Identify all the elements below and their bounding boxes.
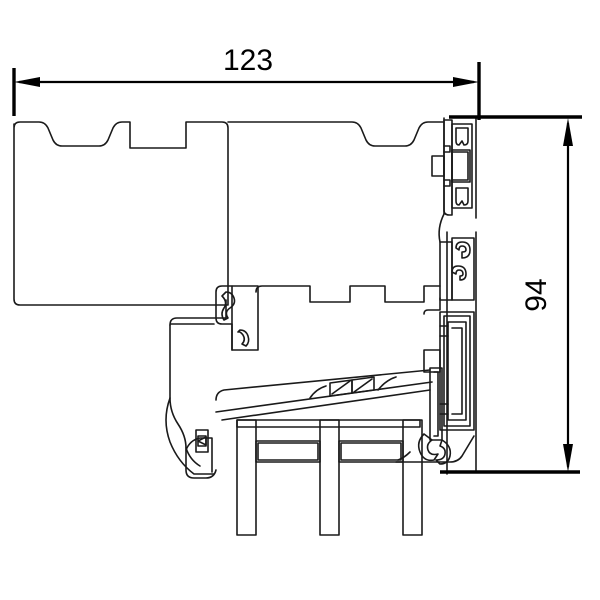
mid-gasket — [423, 237, 475, 315]
glazing-panel-right — [338, 440, 404, 463]
glazing-bead-clip — [309, 376, 397, 399]
height-dimension-label: 94 — [520, 278, 553, 311]
profile-geometry — [13, 117, 477, 536]
centre-gasket — [215, 285, 259, 351]
mid-frame-block — [169, 299, 227, 326]
height-dimension: 94 — [440, 115, 582, 474]
sash-left-hook-arrow — [197, 436, 207, 446]
frame-web-curve-upper — [438, 213, 445, 243]
glazing-bar-2 — [319, 419, 340, 536]
glazing-bar-3 — [402, 419, 423, 536]
sash-inner-shoulder — [185, 437, 213, 473]
sash-bead-upper-line — [215, 381, 433, 413]
top-gasket — [431, 119, 473, 216]
dimension-layer: 123 94 — [12, 44, 582, 474]
mid-frame-top-ledge — [255, 285, 441, 303]
sash-bottom-contour-inner — [185, 447, 201, 467]
sash-left-hook — [195, 429, 209, 453]
glazing-panel-left — [255, 440, 321, 463]
height-arrow-bottom — [563, 444, 573, 472]
glazing-bar-1 — [236, 419, 257, 536]
glazing-rail-top — [236, 419, 421, 428]
width-dimension-label: 123 — [223, 44, 273, 77]
sash-top-sloped-face — [215, 369, 431, 401]
height-arrow-top — [563, 118, 573, 146]
outer-frame-block — [13, 121, 229, 306]
sash-bead-lower-line — [221, 389, 431, 421]
width-dimension: 123 — [12, 44, 481, 120]
glazing-panel-right-inner — [340, 442, 402, 461]
sash-bottom-contour — [165, 397, 215, 475]
glazing-bar-assembly — [236, 419, 423, 536]
width-arrow-right — [453, 77, 479, 87]
lower-right-gasket — [423, 311, 475, 431]
outer-frame-top-edge — [227, 121, 445, 147]
sash-block-outline — [169, 324, 217, 479]
glazing-panel-left-inner — [257, 442, 319, 461]
width-arrow-left — [14, 77, 40, 87]
